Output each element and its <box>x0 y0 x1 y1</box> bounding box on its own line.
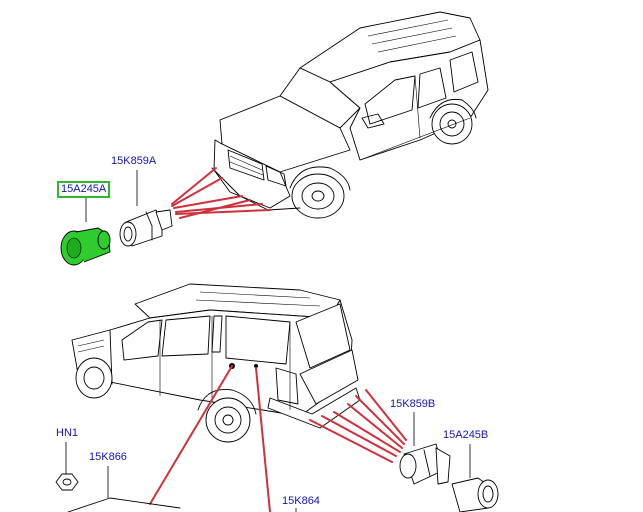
rear-parking-sensor[interactable] <box>399 412 451 485</box>
rear-vehicle-illustration <box>71 283 361 443</box>
label-rear-harness[interactable]: 15K864 <box>282 495 320 507</box>
label-front-bezel-selected[interactable]: 15A245A <box>57 181 111 198</box>
front-parking-sensor[interactable] <box>119 170 173 247</box>
label-front-sensor[interactable]: 15K859A <box>111 155 157 167</box>
front-sensor-wiring <box>171 167 271 219</box>
label-nut[interactable]: HN1 <box>56 427 79 439</box>
front-vehicle-illustration <box>211 11 489 219</box>
front-wiring-harness[interactable] <box>67 466 181 512</box>
rear-harness-wiring <box>149 365 407 512</box>
label-rear-sensor[interactable]: 15K859B <box>390 398 436 410</box>
hex-nut[interactable] <box>55 442 79 491</box>
label-front-harness[interactable]: 15K866 <box>89 451 127 463</box>
label-rear-bezel[interactable]: 15A245B <box>443 429 489 441</box>
front-sensor-bezel-selected[interactable] <box>60 196 111 266</box>
rear-sensor-bezel[interactable] <box>451 444 499 512</box>
